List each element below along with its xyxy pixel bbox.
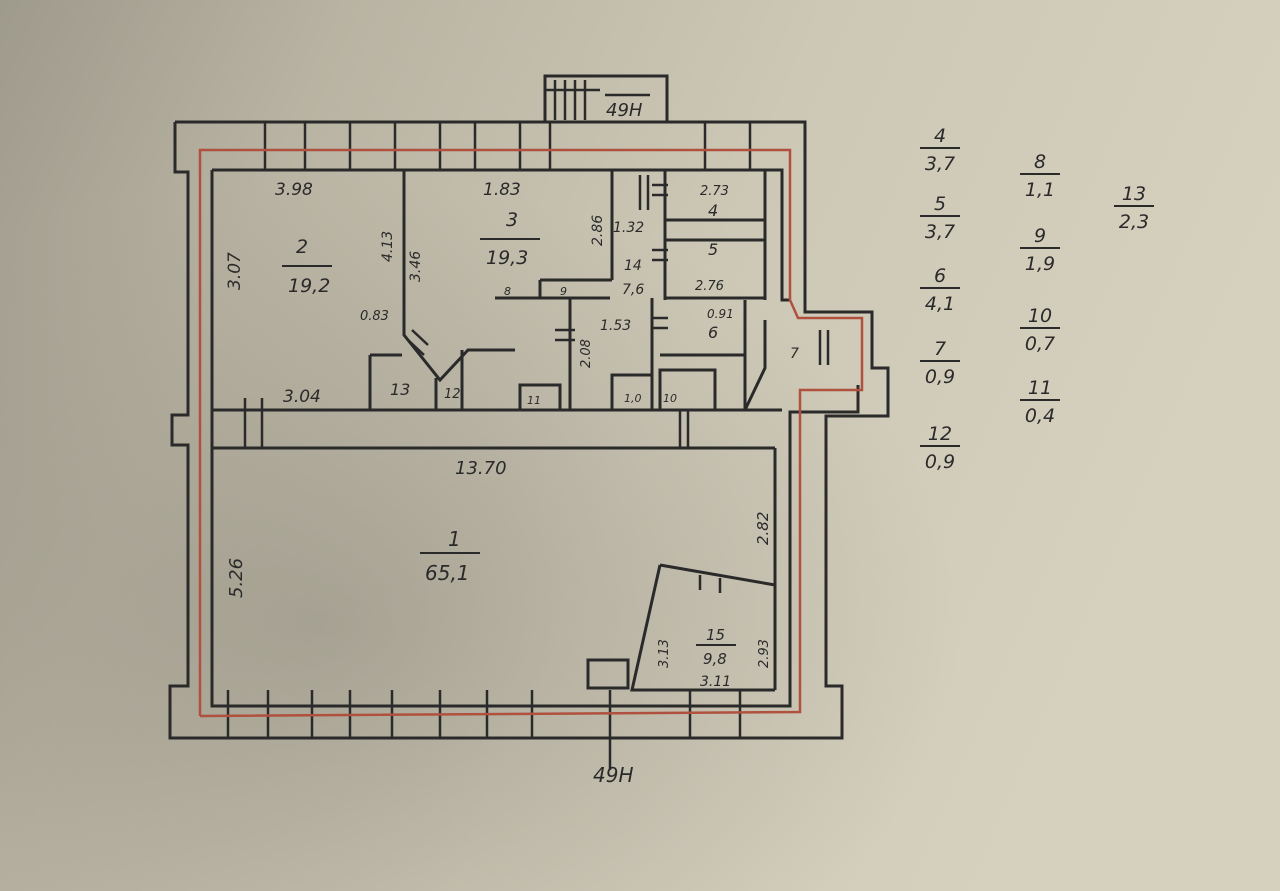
room-2-number: 2	[296, 236, 308, 258]
dim-3-98: 3.98	[275, 180, 313, 200]
dim-3-11: 3.11	[700, 674, 731, 690]
room-2-area: 19,2	[288, 275, 330, 297]
dimension-labels: 3.98 1.83 2.73 3.07 4.13 3.46 2.86 1.32 …	[225, 180, 772, 690]
room-15-number: 15	[706, 626, 725, 644]
room-10-area: 1,0	[624, 392, 642, 405]
dim-0-83: 0.83	[360, 309, 389, 324]
legend-room-number: 13	[1122, 183, 1146, 205]
dim-13-70: 13.70	[455, 458, 507, 479]
dim-2-82: 2.82	[754, 512, 772, 545]
legend-room-number: 5	[934, 193, 946, 215]
room-7-number: 7	[790, 346, 799, 362]
door-marks	[243, 93, 830, 593]
entrance-top-label: 49H	[606, 100, 643, 121]
legend-room-number: 6	[934, 265, 946, 287]
interior-walls	[212, 170, 782, 692]
room-14-area: 7,6	[622, 282, 644, 298]
room-6-number: 6	[708, 323, 718, 342]
area-legend: 4 3,7 5 3,7 6 4,1 7 0,9 12 0,9 8 1,1 9 1,9 10 0,7 11 0,4 1…	[920, 125, 1154, 473]
legend-room-area: 2,3	[1119, 211, 1149, 233]
legend-room-number: 7	[934, 338, 946, 360]
legend-room-area: 1,9	[1025, 253, 1055, 275]
red-boundary-line	[198, 148, 864, 718]
legend-room-area: 3,7	[925, 153, 955, 175]
dim-3-13: 3.13	[657, 639, 672, 668]
room-12-number: 12	[444, 387, 461, 402]
legend-room-area: 3,7	[925, 221, 955, 243]
legend-room-number: 4	[934, 125, 946, 147]
room-14-number: 14	[624, 258, 642, 274]
dim-3-46: 3.46	[408, 251, 424, 282]
room-1-area: 65,1	[425, 561, 470, 585]
room-13-number: 13	[390, 380, 410, 399]
dim-2-73: 2.73	[700, 184, 729, 199]
room-9-number: 9	[560, 285, 567, 298]
bottom-windows	[226, 690, 742, 770]
entrance-bottom-label: 49H	[593, 763, 634, 787]
outer-walls	[168, 74, 890, 740]
dim-2-93: 2.93	[757, 639, 772, 668]
room-3-number: 3	[506, 209, 518, 231]
legend-room-area: 4,1	[925, 293, 955, 315]
dim-3-07: 3.07	[225, 252, 245, 290]
room-5-number: 5	[708, 240, 718, 259]
legend-room-number: 9	[1034, 225, 1046, 247]
room-8-number: 8	[504, 285, 511, 298]
dim-1-32: 1.32	[613, 220, 644, 236]
dim-2-86: 2.86	[590, 215, 606, 246]
room-15-area: 9,8	[703, 650, 727, 668]
dim-1-83: 1.83	[483, 180, 521, 200]
legend-room-area: 0,9	[925, 451, 955, 473]
room-labels: 2 19,2 3 19,3 4 5 2.76 6 7 13 12 1 65,1 …	[282, 201, 799, 668]
legend-room-area: 0,4	[1025, 405, 1055, 427]
room-3-area: 19,3	[486, 247, 528, 269]
dim-3-04: 3.04	[283, 387, 321, 407]
legend-room-number: 8	[1034, 151, 1046, 173]
dim-5-26: 5.26	[226, 558, 247, 598]
legend-room-area: 1,1	[1025, 179, 1055, 201]
room-11-number: 11	[527, 394, 541, 407]
legend-room-number: 11	[1028, 377, 1052, 399]
legend-room-area: 0,7	[1025, 333, 1055, 355]
room-4-number: 4	[708, 201, 718, 220]
dim-4-13: 4.13	[380, 231, 396, 262]
room-10-number: 10	[663, 392, 677, 405]
dim-1-53: 1.53	[600, 318, 631, 334]
room-5-area: 2.76	[695, 279, 724, 294]
legend-room-number: 12	[928, 423, 952, 445]
dim-2-08: 2.08	[579, 339, 594, 368]
top-windows	[263, 80, 752, 170]
legend-room-area: 0,9	[925, 366, 955, 388]
legend-room-number: 10	[1028, 305, 1052, 327]
room-1-number: 1	[448, 527, 461, 551]
dim-0-91: 0.91	[707, 307, 734, 321]
